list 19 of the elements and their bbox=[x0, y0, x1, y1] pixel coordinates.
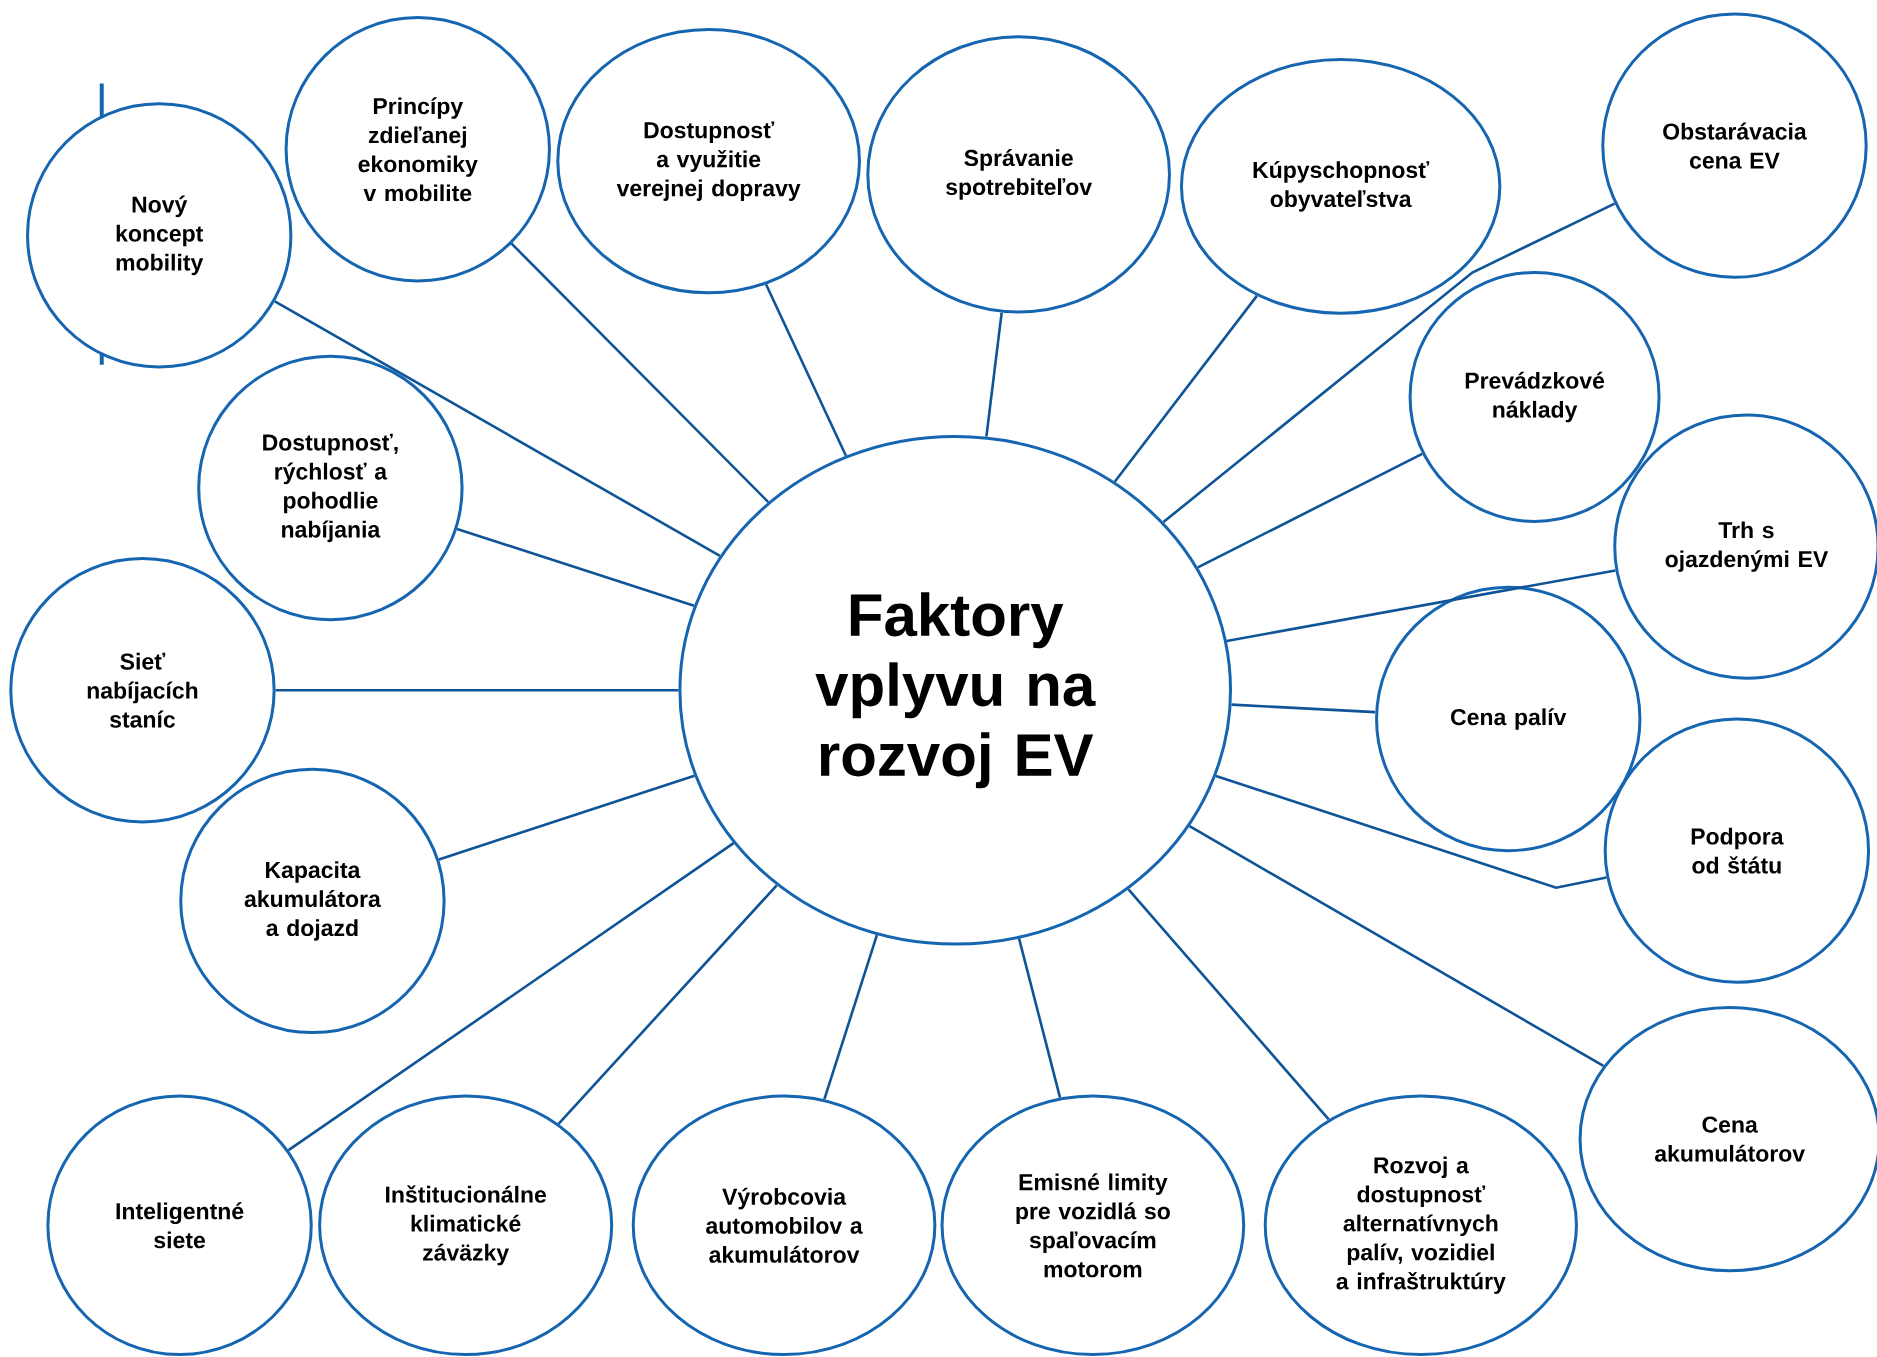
connector-line bbox=[823, 934, 879, 1100]
connector-line bbox=[985, 312, 1003, 437]
connector-line bbox=[557, 884, 778, 1125]
connector-line bbox=[287, 842, 735, 1152]
connector-line bbox=[510, 242, 770, 503]
connector-line bbox=[1226, 569, 1616, 643]
connector-line bbox=[438, 774, 695, 861]
connector-line bbox=[1231, 703, 1376, 714]
connector-line bbox=[1127, 888, 1330, 1121]
connector-line bbox=[1215, 774, 1607, 890]
connector-line bbox=[456, 527, 695, 607]
connector-line bbox=[275, 689, 679, 692]
connector-line bbox=[1197, 452, 1423, 569]
connector-line bbox=[764, 283, 848, 457]
connector-line bbox=[1188, 824, 1605, 1068]
connector-line bbox=[274, 300, 721, 557]
connector-line bbox=[1162, 202, 1616, 524]
connector-line bbox=[1017, 938, 1062, 1098]
connector-line bbox=[1113, 295, 1258, 483]
